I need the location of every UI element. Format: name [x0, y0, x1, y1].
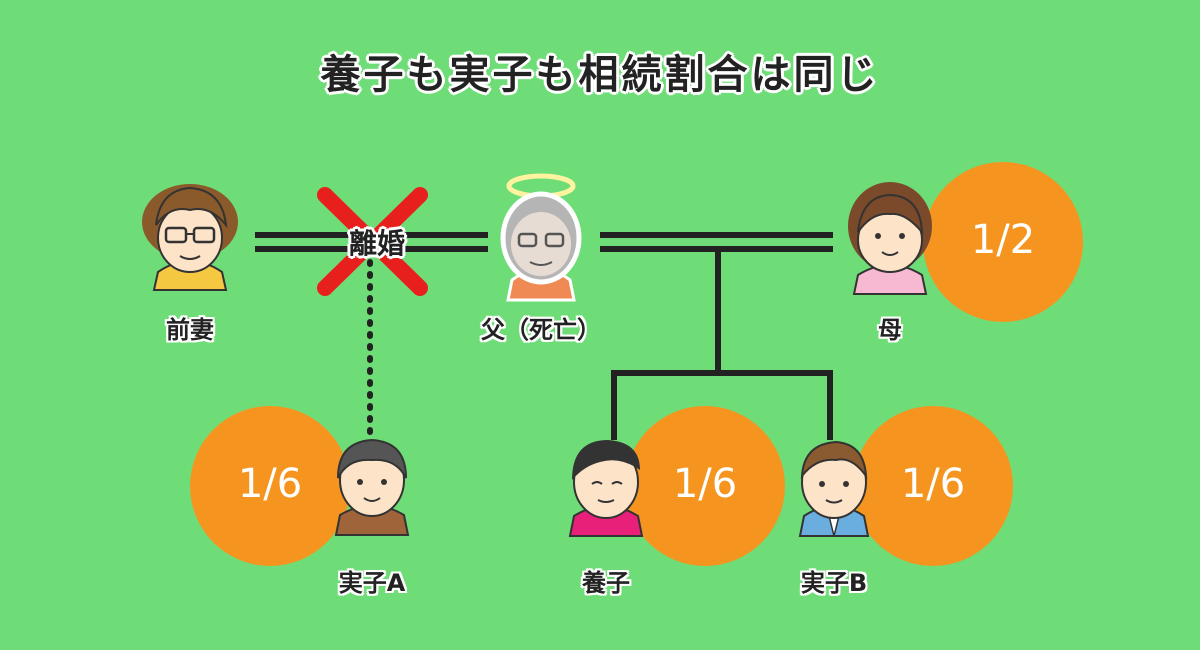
ex-wife-avatar [142, 184, 238, 290]
mother-avatar [848, 182, 932, 294]
child-b-label: 実子B [754, 563, 914, 598]
father-avatar [503, 176, 579, 300]
marriage-line-current [600, 235, 833, 249]
adopted-child-label: 養子 [526, 563, 686, 598]
child-a-label: 実子A [292, 563, 452, 598]
father-label: 父（死亡） [461, 310, 621, 345]
adopted-child-share: 1/6 [625, 461, 785, 507]
diagram-title: 養子も実子も相続割合は同じ [0, 42, 1200, 100]
child-a-share: 1/6 [190, 461, 350, 507]
child-b-share: 1/6 [853, 461, 1013, 507]
ex-wife-label: 前妻 [110, 310, 270, 345]
mother-share: 1/2 [923, 217, 1083, 263]
divorce-label: 離婚 [322, 222, 432, 262]
mother-label: 母 [810, 310, 970, 345]
